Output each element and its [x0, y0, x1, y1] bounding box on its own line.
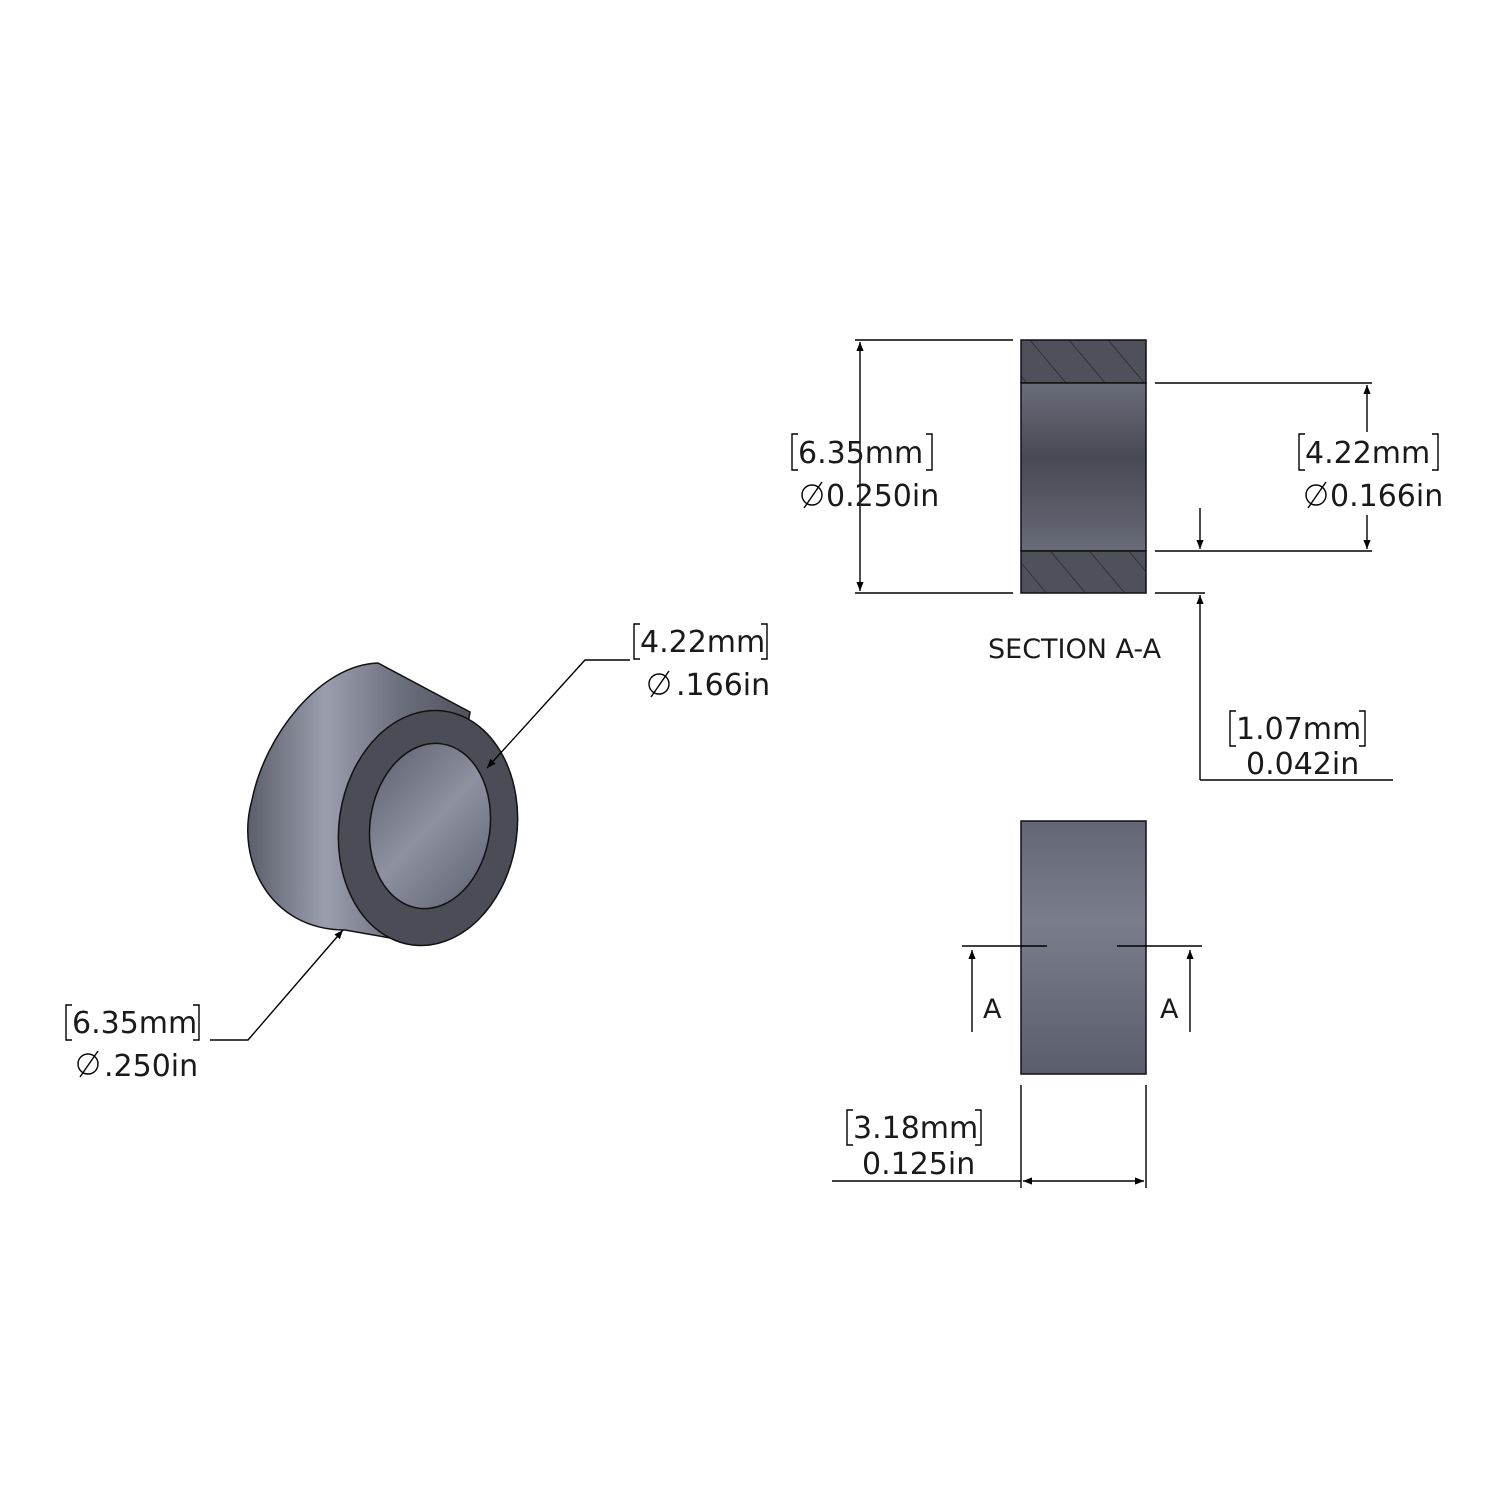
- section-wall-dimension: 1.07mm 0.042in: [1229, 710, 1366, 782]
- front-length-dimension: 3.18mm 0.125in: [846, 1109, 982, 1182]
- front-view: A A 3.18mm 0.125in: [832, 820, 1202, 1188]
- iso-inner-mm: 4.22mm: [640, 625, 765, 660]
- section-outer-in: 0.250in: [826, 479, 939, 514]
- section-inner-in: 0.166in: [1330, 479, 1443, 514]
- isometric-view: 4.22mm .166in 6.35mm .250in: [65, 623, 770, 1084]
- iso-outer-mm: 6.35mm: [72, 1006, 197, 1041]
- iso-inner-in: .166in: [676, 668, 770, 703]
- front-length-mm: 3.18mm: [853, 1111, 978, 1146]
- section-outer-dimension: 6.35mm 0.250in: [791, 433, 939, 514]
- section-top-wall: [1020, 339, 1147, 384]
- section-wall-mm: 1.07mm: [1236, 712, 1361, 747]
- diameter-symbol: [1305, 481, 1327, 509]
- section-title: SECTION A-A: [988, 634, 1162, 665]
- diameter-symbol: [77, 1050, 99, 1078]
- section-bore: [1020, 382, 1147, 552]
- section-inner-dimension: 4.22mm 0.166in: [1298, 433, 1443, 514]
- section-marker-left: A: [983, 994, 1002, 1025]
- inner-dim-leader: [486, 659, 630, 769]
- diameter-symbol: [648, 670, 670, 698]
- iso-inner-dimension: 4.22mm .166in: [633, 623, 770, 703]
- iso-outer-dimension: 6.35mm .250in: [65, 1004, 200, 1084]
- diameter-symbol: [801, 481, 823, 509]
- section-bottom-wall: [1020, 550, 1147, 594]
- section-inner-mm: 4.22mm: [1305, 436, 1430, 471]
- section-view: 6.35mm 0.250in 4.22mm 0.166in: [791, 339, 1443, 782]
- iso-outer-in: .250in: [104, 1049, 198, 1084]
- front-length-in: 0.125in: [862, 1147, 975, 1182]
- front-body: [1020, 820, 1147, 1075]
- outer-dim-leader: [210, 929, 344, 1041]
- cylinder-bore: [368, 742, 492, 910]
- section-wall-in: 0.042in: [1246, 747, 1359, 782]
- section-outer-mm: 6.35mm: [798, 436, 923, 471]
- section-marker-right: A: [1160, 994, 1179, 1025]
